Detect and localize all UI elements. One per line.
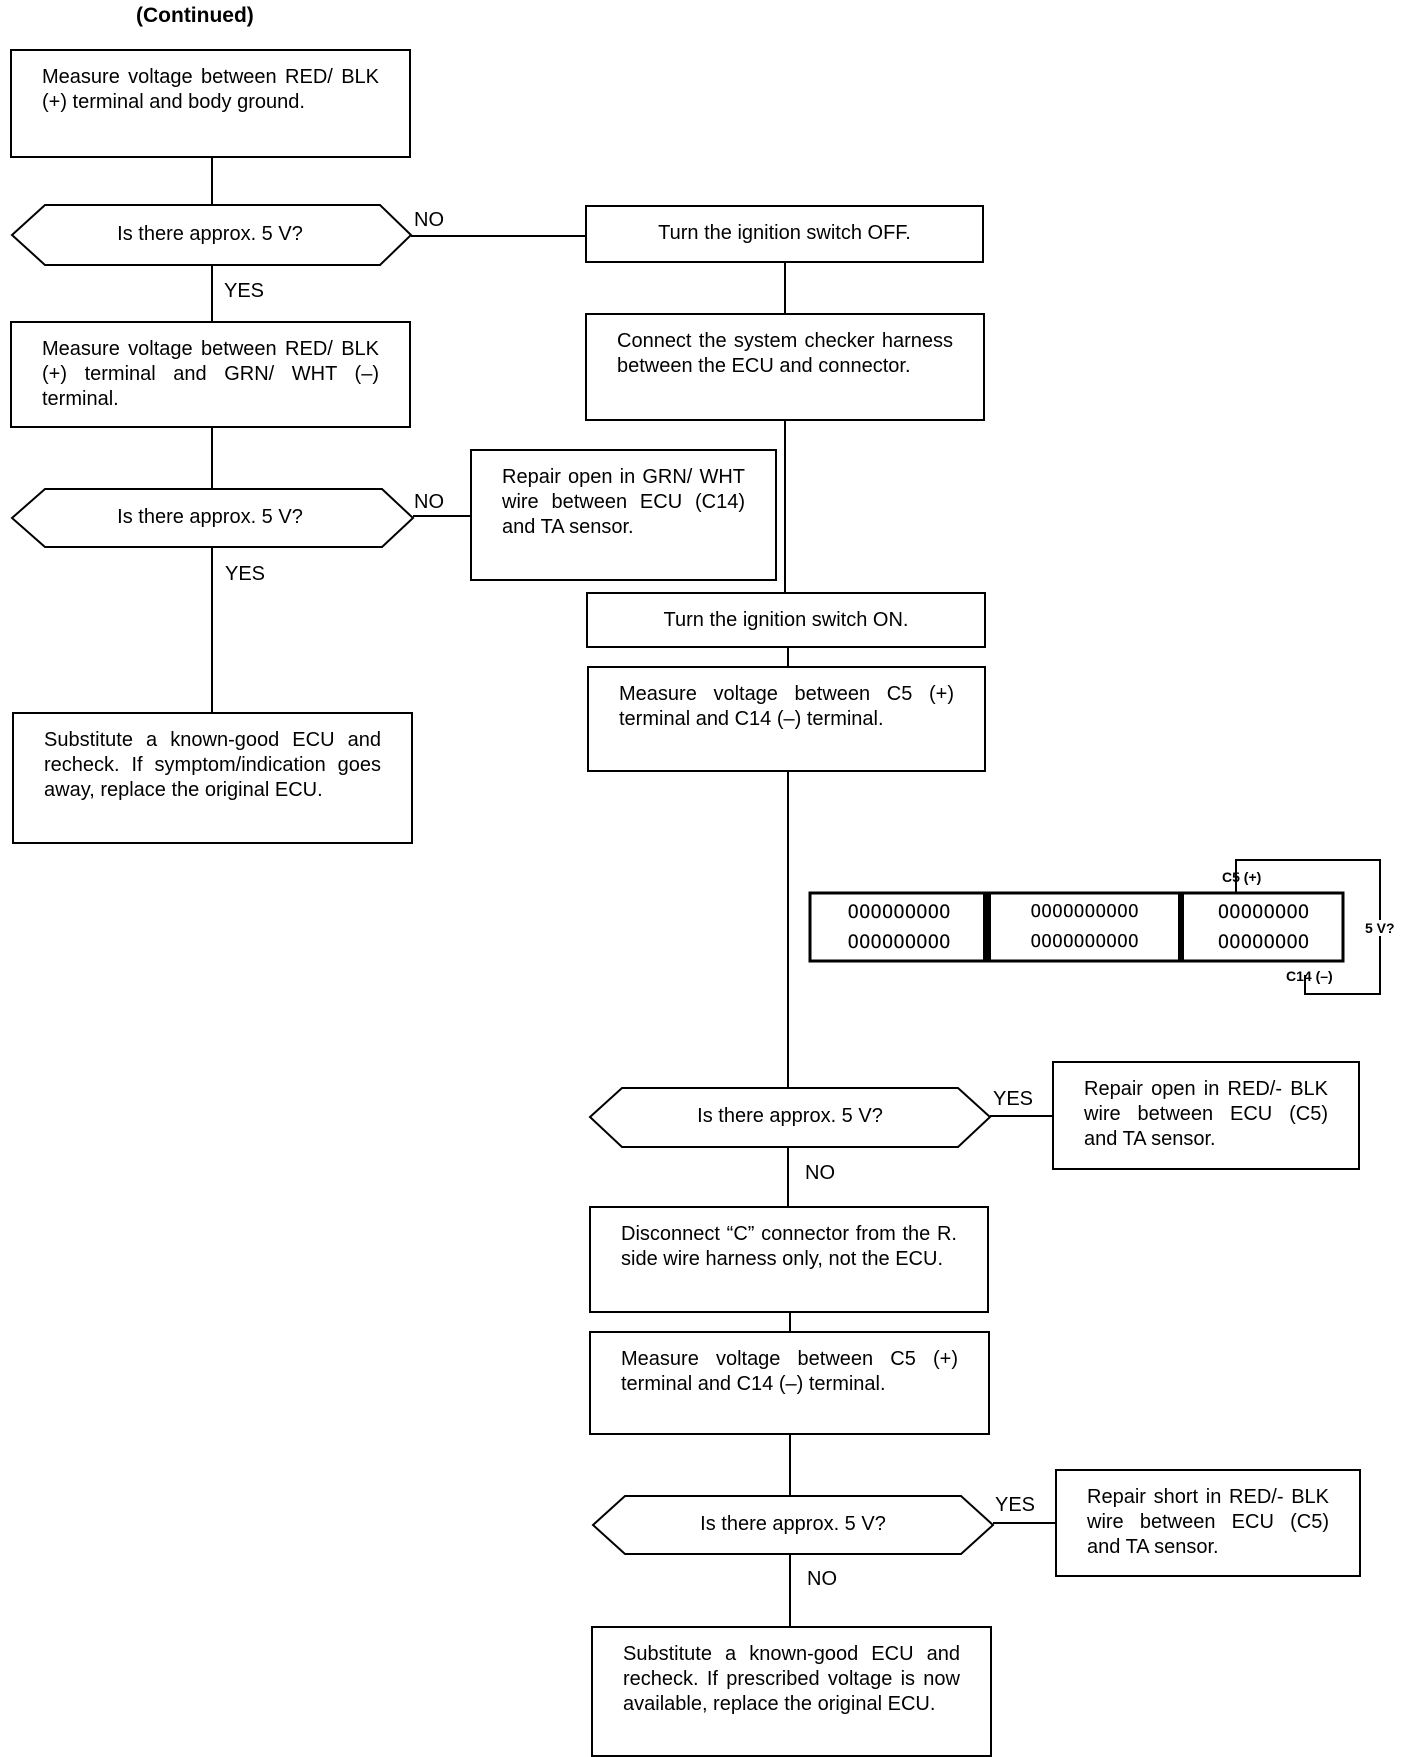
decision1-shape [10,204,413,266]
left-final-substitute-ecu: Substitute a known-good ECU and recheck.… [12,712,413,844]
right-decision3-text: Is there approx. 5 V? [697,1105,883,1127]
right-final-substitute-ecu: Substitute a known-good ECU and recheck.… [591,1626,992,1757]
pin-row: OOOOOOOO [1217,931,1310,953]
left-decision2-text: Is there approx. 5 V? [117,506,303,528]
right-decision4-yes-label: YES [995,1494,1036,1516]
right-repair-grn-wht-open: Repair open in GRN/ WHT wire between ECU… [470,449,777,581]
right-step-measure-c5-c14-again: Measure voltage between C5 (+) terminal … [589,1331,990,1435]
connector-section-3: OOOOOOOO OOOOOOOO [1186,897,1341,957]
pin-row: OOOOOOOOO [847,931,951,953]
c14-minus-label: C14 (–) [1286,968,1333,984]
decision3-shape [588,1087,992,1148]
right-decision3-no-label: NO [805,1162,835,1184]
left-decision1-text: Is there approx. 5 V? [117,223,303,245]
c5-plus-label: C5 (+) [1222,869,1262,885]
right-step-ignition-off: Turn the ignition switch OFF. [585,205,984,263]
connector-section-1: OOOOOOOOO OOOOOOOOO [817,897,981,957]
left-step-measure-body-ground: Measure voltage between RED/ BLK (+) ter… [10,49,411,158]
pin-row: OOOOOOOOOO [1030,901,1139,922]
right-repair-red-blk-short: Repair short in RED/- BLK wire between E… [1055,1469,1361,1577]
right-repair-red-blk-open: Repair open in RED/- BLK wire between EC… [1052,1061,1360,1170]
right-step-connect-checker: Connect the system checker harness betwe… [585,313,985,421]
pin-row: OOOOOOOO [1217,901,1310,923]
right-step-disconnect-c-connector: Disconnect “C” connector from the R. sid… [589,1206,989,1313]
left-decision1-yes-label: YES [224,280,265,302]
continued-heading: (Continued) [136,4,254,27]
left-decision2-no-label: NO [414,491,444,513]
right-decision4-no-label: NO [807,1568,837,1590]
connector-section-2: OOOOOOOOOO OOOOOOOOOO [993,897,1176,957]
right-step-ignition-on: Turn the ignition switch ON. [586,592,986,648]
pin-row: OOOOOOOOO [847,901,951,923]
connector-diagram [808,891,1345,963]
voltmeter-label: 5 V? [1364,920,1396,936]
right-decision4-text: Is there approx. 5 V? [700,1513,886,1535]
left-decision2-yes-label: YES [225,563,266,585]
left-step-measure-grn-wht: Measure voltage between RED/ BLK (+) ter… [10,321,411,428]
right-step-measure-c5-c14: Measure voltage between C5 (+) terminal … [587,666,986,772]
left-decision1-no-label: NO [414,209,444,231]
decision4-shape [591,1495,995,1555]
pin-row: OOOOOOOOOO [1030,931,1139,952]
right-decision3-yes-label: YES [993,1088,1034,1110]
decision2-shape [10,488,415,548]
